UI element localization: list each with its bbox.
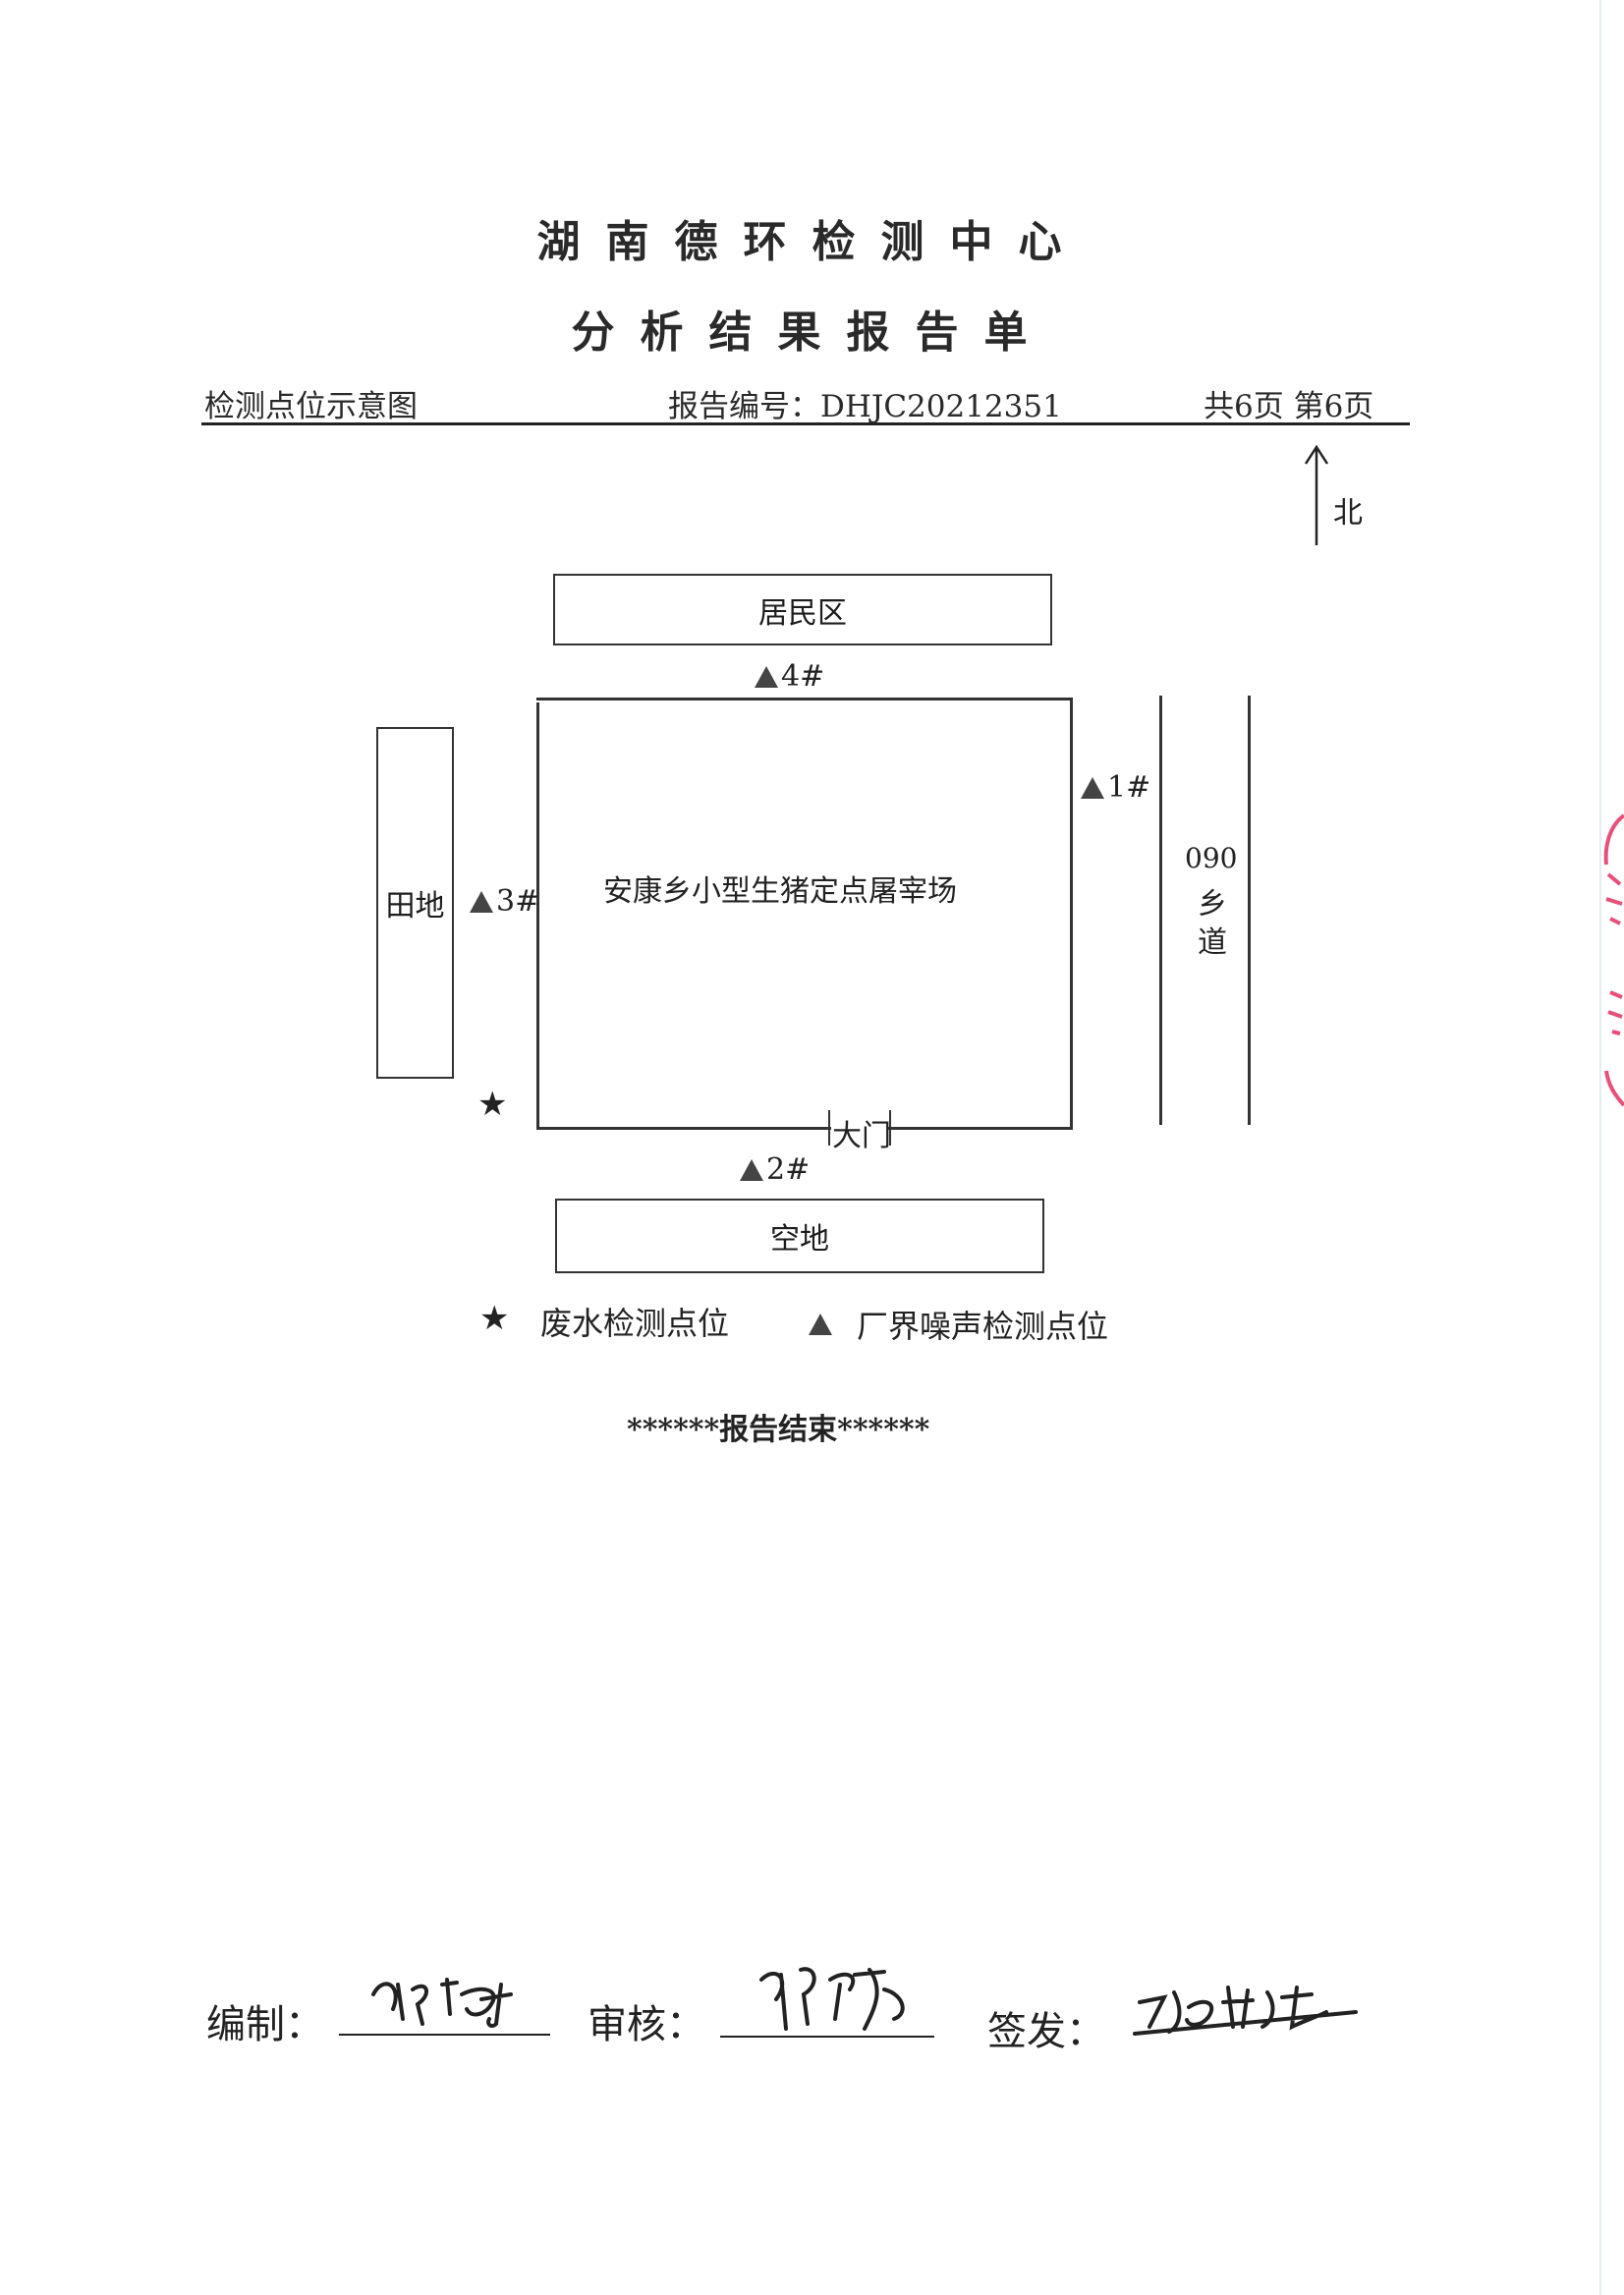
triangle-icon <box>470 891 493 913</box>
residential-area: 居民区 <box>553 574 1052 645</box>
compile-signature-icon <box>371 1978 513 2029</box>
north-arrow-icon <box>1304 444 1329 545</box>
org-title: 湖南德环检测中心 <box>536 217 1088 267</box>
plant-boundary-top <box>536 698 1073 700</box>
triangle-icon <box>1081 777 1104 799</box>
plant-boundary-bottom <box>536 1127 1073 1130</box>
gate-post-left <box>828 1110 830 1146</box>
legend-triangle-icon <box>809 1307 835 1341</box>
residential-label: 居民区 <box>758 595 847 631</box>
field-label: 田地 <box>385 889 445 924</box>
review-signature-icon <box>759 1967 905 2031</box>
header-rule <box>201 422 1410 425</box>
empty-land-label: 空地 <box>770 1222 829 1257</box>
review-signature-line <box>720 2036 934 2038</box>
scan-edge <box>1599 0 1601 2295</box>
triangle-icon <box>740 1159 763 1181</box>
report-end-text: ******报告结束****** <box>627 1413 930 1447</box>
section-label: 检测点位示意图 <box>204 389 418 424</box>
road-code: 090 <box>1185 842 1238 874</box>
compile-signature-line <box>339 2034 550 2036</box>
noise-point-4: 4# <box>755 659 824 694</box>
gate-label: 大门 <box>832 1119 891 1153</box>
review-label: 审核： <box>588 2002 705 2047</box>
page-info: 共6页 第6页 <box>1204 389 1374 424</box>
wastewater-point-star-icon: ★ <box>477 1085 508 1124</box>
road-char-2: 道 <box>1198 925 1227 960</box>
report-number: 报告编号：DHJC20212351 <box>668 389 1062 424</box>
north-label: 北 <box>1333 496 1363 531</box>
report-title: 分析结果报告单 <box>571 308 1053 358</box>
road-edge-left <box>1159 696 1162 1125</box>
legend-wastewater-label: 废水检测点位 <box>540 1305 730 1342</box>
empty-land-area: 空地 <box>555 1199 1044 1273</box>
issue-signature-icon <box>1133 1986 1358 2036</box>
road-char-1: 乡 <box>1198 887 1227 922</box>
noise-point-1: 1# <box>1081 770 1150 805</box>
noise-point-2: 2# <box>740 1152 810 1187</box>
issue-label: 签发： <box>987 2009 1105 2054</box>
legend-star-icon: ★ <box>479 1299 510 1338</box>
legend-noise-label: 厂界噪声检测点位 <box>857 1308 1109 1345</box>
road-edge-right <box>1248 696 1251 1125</box>
field-area: 田地 <box>376 727 454 1079</box>
gate-post-right <box>889 1110 891 1146</box>
plant-boundary-left <box>536 702 539 1130</box>
compile-label: 编制： <box>206 2002 324 2047</box>
noise-point-3: 3# <box>470 884 539 919</box>
seal-stamp-icon <box>1603 813 1624 1107</box>
plant-name: 安康乡小型生猪定点屠宰场 <box>603 874 957 909</box>
plant-boundary-right <box>1070 700 1073 1127</box>
triangle-icon <box>755 666 778 688</box>
